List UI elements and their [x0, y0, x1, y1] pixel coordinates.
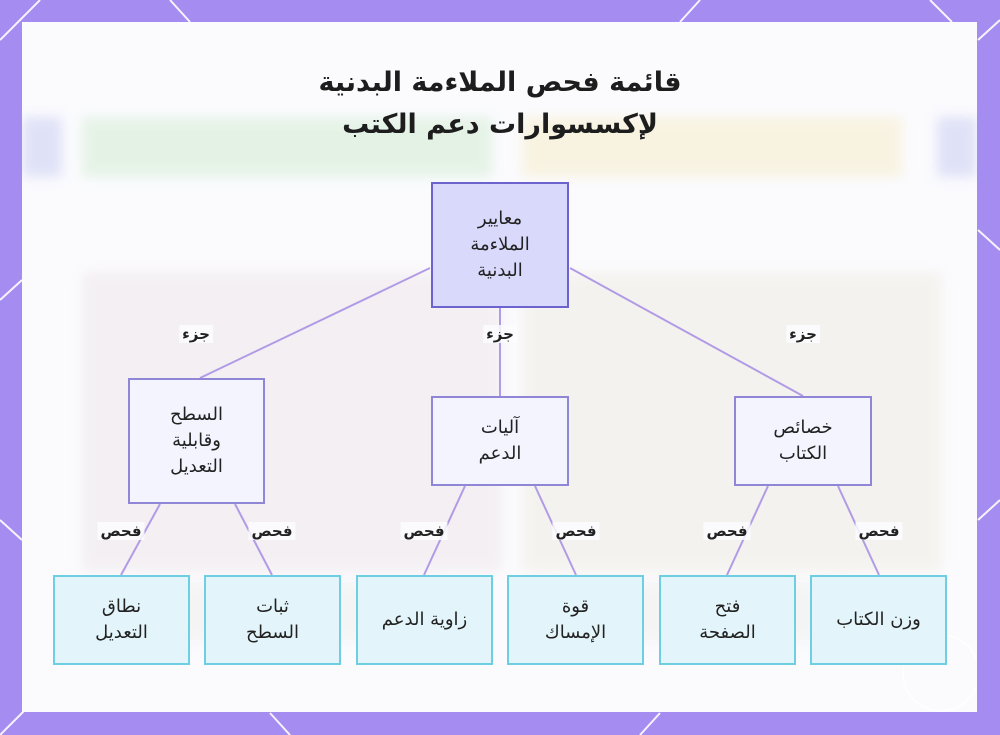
edge-label-part-support: جزء — [483, 325, 517, 343]
edge-label-check-surface-stability: فحص — [248, 522, 296, 540]
title-line-1: قائمة فحص الملاءمة البدنية — [318, 67, 682, 98]
edge-root-book — [569, 267, 804, 397]
category-node-surface: السطح وقابلية التعديل — [128, 378, 265, 504]
check-node-book-weight: وزن الكتاب — [810, 575, 947, 665]
title-line-2: لإكسسوارات دعم الكتب — [342, 109, 658, 140]
check-node-page-opening: فتح الصفحة — [659, 575, 796, 665]
edge-label-check-adjust-range: فحص — [97, 522, 145, 540]
edge-label-part-book: جزء — [786, 325, 820, 343]
edge-label-check-support-angle: فحص — [400, 522, 448, 540]
root-node: معايير الملاءمة البدنية — [431, 182, 569, 308]
category-node-support: آليات الدعم — [431, 396, 569, 486]
edge-label-check-book-weight: فحص — [855, 522, 903, 540]
diagram-title: قائمة فحص الملاءمة البدنية لإكسسوارات دع… — [0, 62, 1000, 146]
edge-root-surface — [199, 267, 431, 379]
edge-label-check-page-opening: فحص — [703, 522, 751, 540]
category-node-book: خصائص الكتاب — [734, 396, 872, 486]
check-node-support-angle: زاوية الدعم — [356, 575, 493, 665]
edge-label-part-surface: جزء — [179, 325, 213, 343]
check-node-grip-strength: قوة الإمساك — [507, 575, 644, 665]
check-node-adjust-range: نطاق التعديل — [53, 575, 190, 665]
check-node-surface-stability: ثبات السطح — [204, 575, 341, 665]
edge-label-check-grip-strength: فحص — [552, 522, 600, 540]
